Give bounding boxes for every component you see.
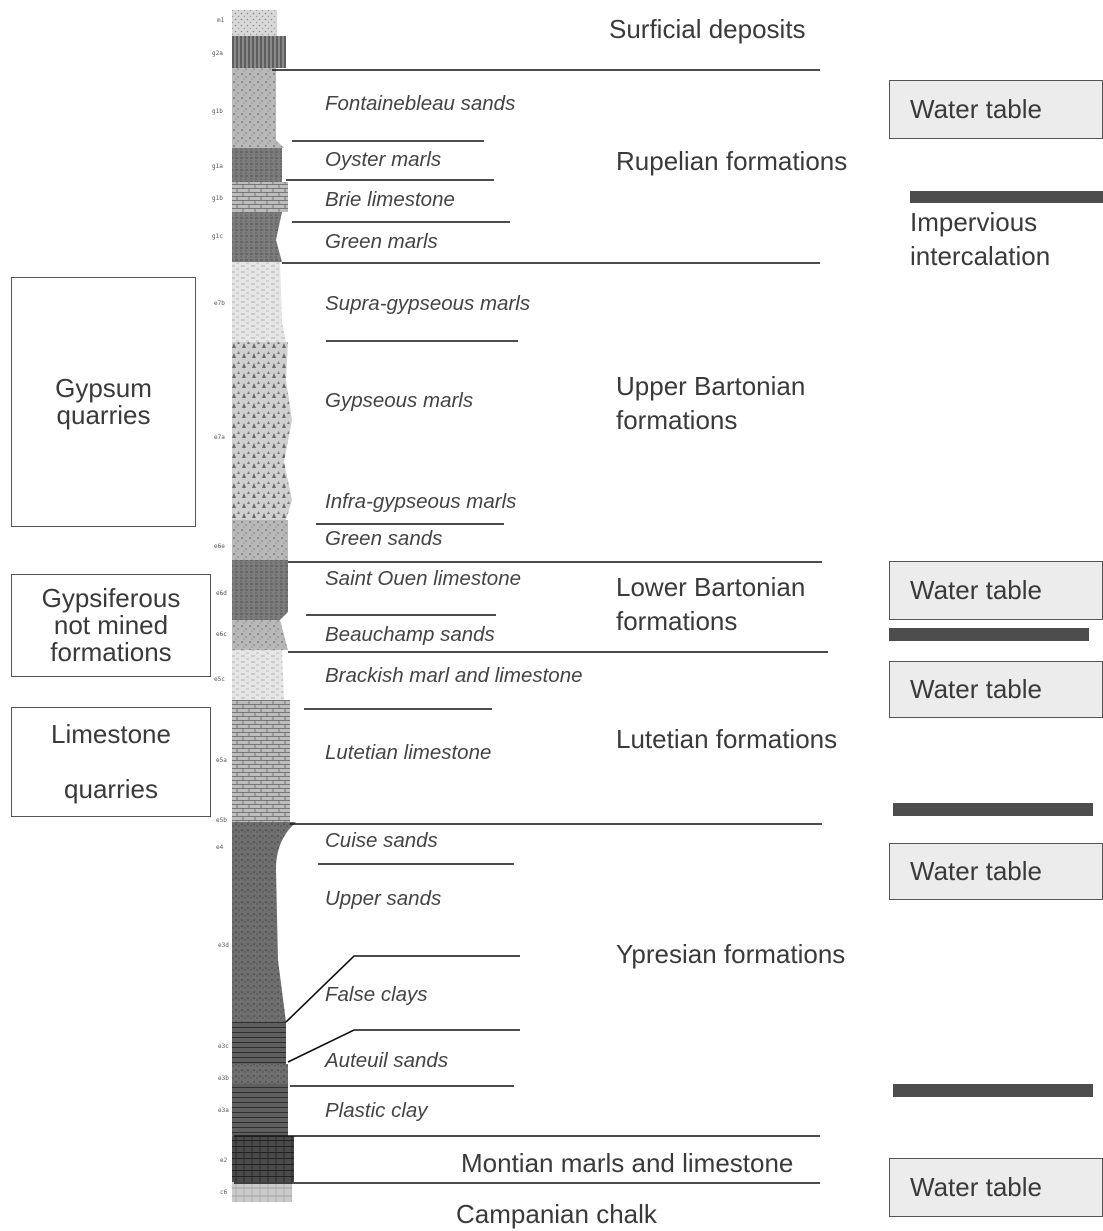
column-code: e2 <box>220 1157 228 1164</box>
layer-label: False clays <box>325 983 428 1006</box>
column-code: c6 <box>220 1189 228 1196</box>
quarry-box-limestone: Limestone quarries <box>11 707 211 817</box>
column-code: g1b <box>212 195 223 202</box>
water-table-box: Water table <box>889 1158 1103 1217</box>
layer-label: Plastic clay <box>325 1099 428 1122</box>
formation-label-ypresian: Ypresian formations <box>616 939 846 969</box>
layer-label: Beauchamp sands <box>325 623 495 646</box>
quarry-box-gypsum: Gypsum quarries <box>11 277 196 527</box>
column-code: e3d <box>218 942 229 949</box>
impervious-intercalation-label: Impervious intercalation <box>910 207 1051 271</box>
column-segment-m1 <box>232 10 277 36</box>
layer-line <box>285 955 520 1023</box>
water-table-label: Water table <box>910 94 1042 124</box>
impervious-bar <box>893 803 1093 816</box>
column-segment-montian <box>232 1136 294 1182</box>
formation-label-rupelian: Rupelian formations <box>616 146 848 176</box>
quarry-label: Limestone quarries <box>51 719 171 804</box>
quarry-label: Gypsum quarries <box>55 372 152 430</box>
column-code: e6c <box>216 631 227 638</box>
water-table-label: Water table <box>910 856 1042 886</box>
column-segment-green-marls <box>232 212 282 262</box>
formation-boundaries <box>234 69 828 1184</box>
layer-label: Supra-gypseous marls <box>325 292 531 315</box>
formation-label-campanian: Campanian chalk <box>456 1199 657 1229</box>
water-table-label: Water table <box>910 674 1042 704</box>
layer-label: Cuise sands <box>325 829 438 852</box>
quarry-label: Gypsiferous not mined formations <box>41 582 181 668</box>
quarry-box-gypsiferous: Gypsiferous not mined formations <box>11 574 211 677</box>
water-table-box: Water table <box>889 661 1103 718</box>
layer-label: Upper sands <box>325 887 442 910</box>
column-code: g1a <box>212 163 223 170</box>
layer-label: Oyster marls <box>325 148 442 171</box>
column-segment-beauchamp <box>232 620 288 650</box>
column-segment-green-sands <box>232 520 288 560</box>
impervious-bar <box>910 191 1103 203</box>
column-segment-supra-gypseous <box>232 262 286 342</box>
water-table-box: Water table <box>889 843 1103 900</box>
column-code: e7a <box>214 434 225 441</box>
column-code: e5a <box>216 757 227 764</box>
column-segment-gypseous <box>232 342 292 520</box>
column-segment-g2a <box>232 36 286 68</box>
layer-label: Brie limestone <box>325 188 455 211</box>
column-segment-false-clays <box>232 1022 286 1064</box>
column-segment-plastic-clay <box>232 1084 288 1136</box>
impervious-bar <box>893 1084 1093 1097</box>
column-code: m1 <box>217 17 225 24</box>
column-code: e6e <box>214 543 225 550</box>
column-segment-fontainebleau <box>232 68 284 148</box>
impervious-bar <box>889 628 1089 641</box>
layer-boundaries <box>285 140 520 1087</box>
layer-label: Infra-gypseous marls <box>325 490 517 513</box>
formation-label-surficial: Surficial deposits <box>609 14 806 44</box>
column-segment-lutetian <box>232 700 290 822</box>
column-segment-auteuil <box>232 1064 288 1084</box>
water-table-label: Water table <box>910 575 1042 605</box>
formation-label-montian: Montian marls and limestone <box>461 1148 794 1178</box>
column-segment-ypresian-upper <box>232 822 296 1022</box>
layer-label: Gypseous marls <box>325 389 474 412</box>
column-segment-saint-ouen <box>232 560 288 620</box>
column-code: e5b <box>216 817 227 824</box>
layer-line <box>287 1029 520 1063</box>
formation-label-lutetian: Lutetian formations <box>616 724 838 754</box>
column-segment-chalk <box>232 1182 292 1202</box>
layer-label: Saint Ouen limestone <box>325 567 522 590</box>
column-code: g1c <box>212 233 223 240</box>
column-code: e4 <box>216 844 224 851</box>
column-code: e3a <box>218 1107 229 1114</box>
water-table-box: Water table <box>889 80 1103 139</box>
layer-label: Green marls <box>325 230 438 253</box>
column-segment-oyster <box>232 148 282 182</box>
column-code: g1b <box>212 108 223 115</box>
column-code: e3c <box>218 1043 229 1050</box>
layer-label: Green sands <box>325 527 443 550</box>
layer-label: Lutetian limestone <box>325 741 492 764</box>
column-code: e3b <box>218 1075 229 1082</box>
stratigraphic-column <box>232 10 296 1202</box>
column-segment-brie <box>232 182 288 212</box>
column-code: e5c <box>214 676 225 683</box>
column-code: e7b <box>214 300 225 307</box>
formation-label-lower-bartonian: Lower Bartonian formations <box>616 572 806 637</box>
column-code: e6d <box>216 590 227 597</box>
layer-label: Fontainebleau sands <box>325 92 516 115</box>
column-code: g2a <box>212 50 223 57</box>
layer-label: Brackish marl and limestone <box>325 664 583 687</box>
water-table-label: Water table <box>910 1172 1042 1202</box>
column-segment-brackish <box>232 650 284 700</box>
layer-label: Auteuil sands <box>325 1049 449 1072</box>
water-table-box: Water table <box>889 561 1103 620</box>
formation-label-upper-bartonian: Upper Bartonian formations <box>616 371 806 436</box>
